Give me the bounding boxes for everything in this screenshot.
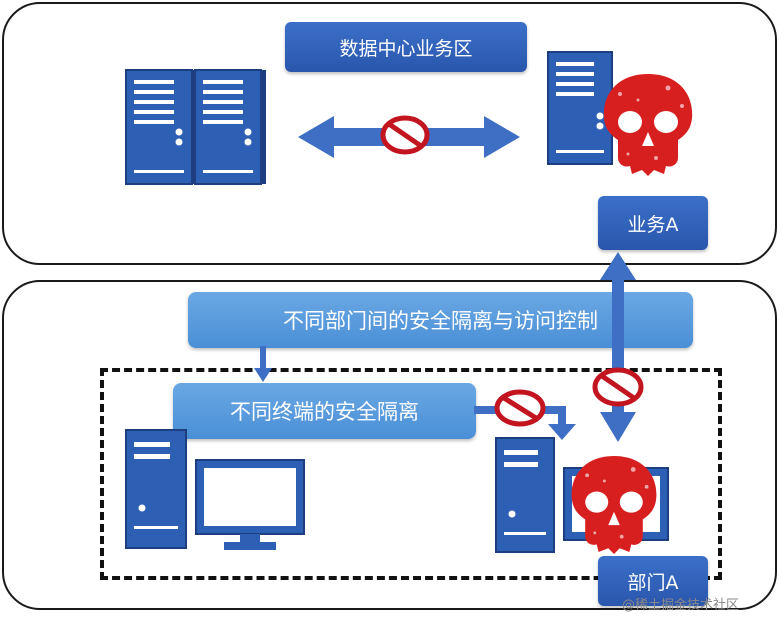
terminal-isolation-label: 不同终端的安全隔离 <box>173 383 476 439</box>
watermark: @稀土掘金技术社区 <box>622 598 740 613</box>
dept-isolation-label: 不同部门间的安全隔离与访问控制 <box>188 292 693 348</box>
prohibit-icon <box>494 389 546 427</box>
up-down-arrow <box>600 252 636 442</box>
datacenter-title: 数据中心业务区 <box>285 22 527 72</box>
department-a-label: 部门A <box>598 556 708 606</box>
department-a-boundary <box>100 368 722 580</box>
skull-icon <box>571 456 657 554</box>
desktop-computer-icon <box>125 429 305 550</box>
prohibit-icon <box>592 367 644 407</box>
server-rack-icon <box>125 69 266 185</box>
business-a-label: 业务A <box>598 196 708 250</box>
down-arrow-small <box>254 346 272 382</box>
prohibit-icon <box>380 115 430 155</box>
skull-icon <box>603 74 693 176</box>
